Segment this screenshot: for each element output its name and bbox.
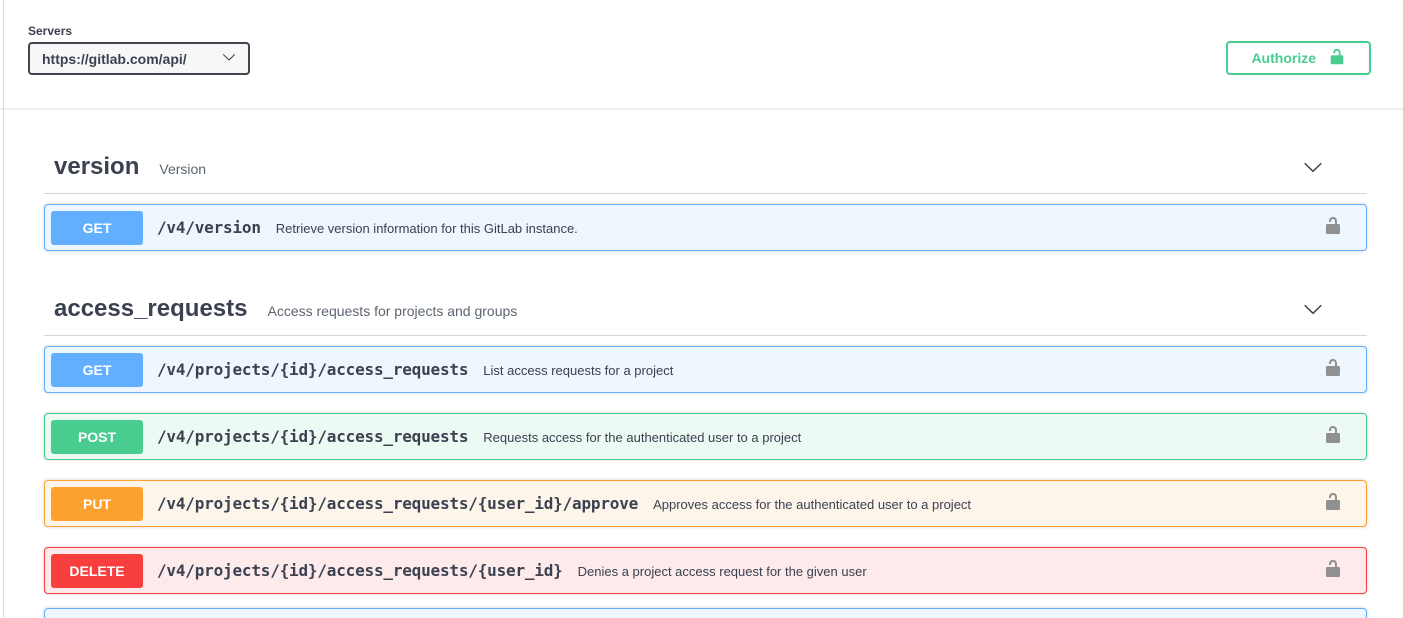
server-select-value: https://gitlab.com/api/	[42, 50, 187, 67]
section-version: version Version GET /v4/version Retrieve…	[44, 143, 1367, 251]
section-access-requests: access_requests Access requests for proj…	[44, 285, 1367, 618]
operation-row[interactable]	[44, 608, 1367, 618]
window-left-edge	[3, 0, 4, 618]
unlocked-padlock-icon	[1328, 48, 1346, 69]
unlocked-padlock-icon	[1323, 216, 1343, 239]
auth-lock-button[interactable]	[1323, 358, 1343, 381]
chevron-down-icon[interactable]	[1303, 299, 1323, 319]
section-title: access_requests	[54, 295, 248, 322]
operation-row[interactable]: POST /v4/projects/{id}/access_requests R…	[44, 413, 1367, 460]
auth-lock-button[interactable]	[1323, 492, 1343, 515]
operation-row[interactable]: GET /v4/version Retrieve version informa…	[44, 204, 1367, 251]
operation-path: /v4/projects/{id}/access_requests/{user_…	[157, 494, 639, 513]
operation-path: /v4/projects/{id}/access_requests	[157, 360, 469, 379]
unlocked-padlock-icon	[1323, 492, 1343, 515]
unlocked-padlock-icon	[1323, 358, 1343, 381]
servers-label: Servers	[28, 24, 73, 38]
method-badge: DELETE	[51, 553, 143, 588]
operation-description: Approves access for the authenticated us…	[653, 497, 972, 512]
method-badge: GET	[51, 210, 143, 245]
section-header-version[interactable]: version Version	[44, 143, 1367, 194]
authorize-label: Authorize	[1251, 50, 1316, 66]
operation-path: /v4/projects/{id}/access_requests	[157, 427, 469, 446]
unlocked-padlock-icon	[1323, 559, 1343, 582]
operation-description: List access requests for a project	[483, 363, 674, 378]
auth-lock-button[interactable]	[1323, 559, 1343, 582]
method-badge: POST	[51, 419, 143, 454]
operation-description: Denies a project access request for the …	[577, 564, 867, 579]
operation-path: /v4/version	[157, 218, 261, 237]
section-description: Version	[159, 160, 207, 177]
chevron-down-icon	[222, 50, 236, 67]
server-select[interactable]: https://gitlab.com/api/	[28, 42, 250, 75]
operation-description: Retrieve version information for this Gi…	[275, 221, 578, 236]
operation-row[interactable]: GET /v4/projects/{id}/access_requests Li…	[44, 346, 1367, 393]
section-header-access-requests[interactable]: access_requests Access requests for proj…	[44, 285, 1367, 336]
section-title: version	[54, 153, 140, 180]
api-operations-list: version Version GET /v4/version Retrieve…	[0, 143, 1403, 618]
method-badge: PUT	[51, 486, 143, 521]
auth-lock-button[interactable]	[1323, 425, 1343, 448]
method-badge: GET	[51, 352, 143, 387]
operation-path: /v4/projects/{id}/access_requests/{user_…	[157, 561, 563, 580]
operation-row[interactable]: DELETE /v4/projects/{id}/access_requests…	[44, 547, 1367, 594]
scheme-bar: Servers https://gitlab.com/api/ Authoriz…	[0, 0, 1403, 109]
operation-description: Requests access for the authenticated us…	[483, 430, 802, 445]
servers-group: Servers https://gitlab.com/api/	[28, 24, 250, 75]
authorize-button[interactable]: Authorize	[1226, 41, 1371, 75]
section-description: Access requests for projects and groups	[267, 302, 518, 319]
auth-lock-button[interactable]	[1323, 216, 1343, 239]
chevron-down-icon[interactable]	[1303, 157, 1323, 177]
unlocked-padlock-icon	[1323, 425, 1343, 448]
operation-row[interactable]: PUT /v4/projects/{id}/access_requests/{u…	[44, 480, 1367, 527]
